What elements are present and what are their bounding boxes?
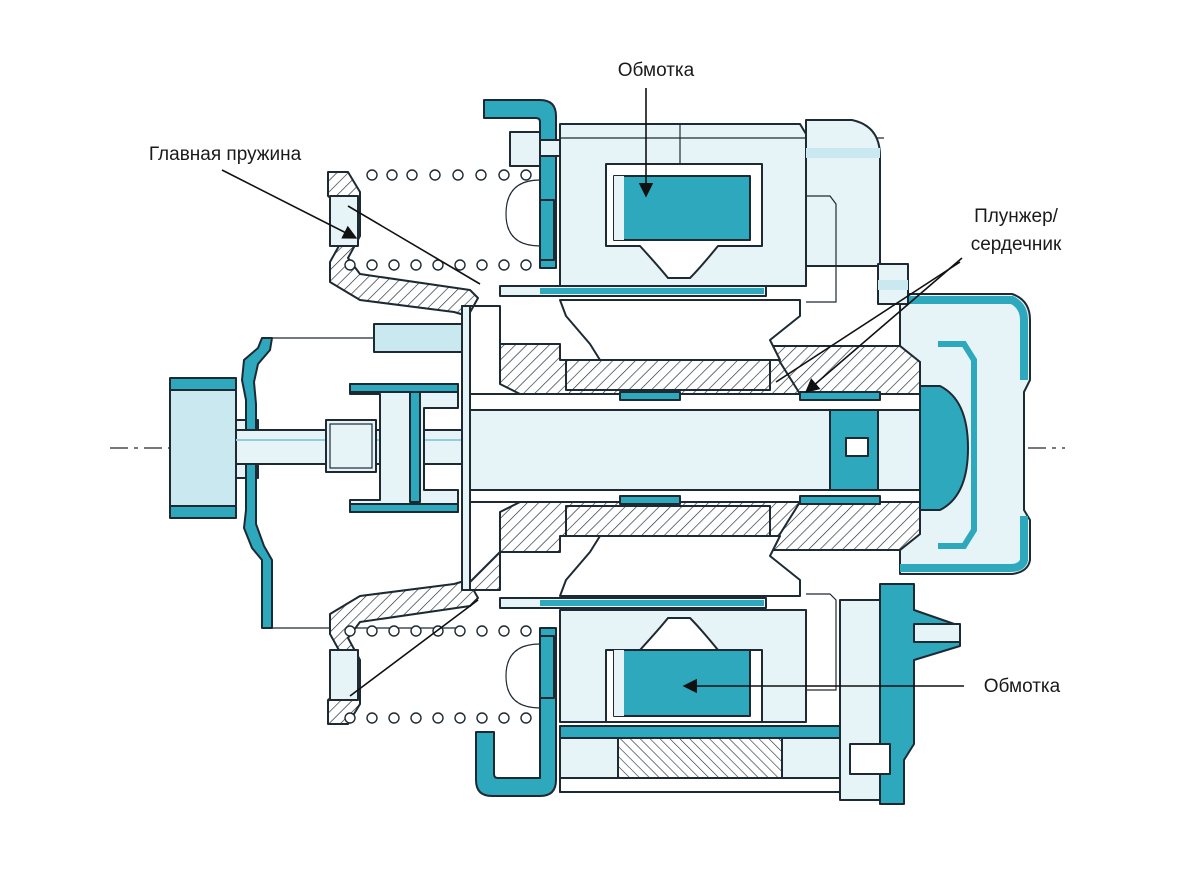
left-bracket xyxy=(241,337,273,629)
upper-pole-shoe xyxy=(559,299,801,361)
spring-housing-top xyxy=(327,171,479,317)
right-end-cap xyxy=(839,263,1031,805)
upper-winding xyxy=(613,175,751,241)
label-winding-bottom-text: Обмотка xyxy=(984,676,1061,697)
spring-housing-bottom xyxy=(327,579,479,725)
lower-coil-housing xyxy=(559,593,841,793)
main-spring-coils-bottom xyxy=(344,625,532,724)
bolt-top xyxy=(509,131,541,167)
label-main-spring-text: Главная пружина xyxy=(149,144,302,165)
label-winding-top: Обмотка xyxy=(618,60,695,198)
label-winding-bottom: Обмотка xyxy=(682,676,1061,697)
pin xyxy=(373,323,467,353)
label-plunger-core-text-1: Плунжер/ xyxy=(974,206,1059,227)
label-winding-top-text: Обмотка xyxy=(618,60,695,81)
left-bracket-inner-line xyxy=(270,337,462,629)
plunger-core-assembly xyxy=(461,305,921,591)
main-spring-coils-top xyxy=(344,169,532,271)
lower-winding xyxy=(613,649,751,717)
lower-pole-shoe xyxy=(559,535,801,597)
shaft-coupling xyxy=(325,419,377,473)
sleeve-strips xyxy=(499,285,767,609)
label-main-spring: Главная пружина xyxy=(149,144,481,697)
label-plunger-core-text-2: сердечник xyxy=(971,234,1062,255)
upper-coil-housing xyxy=(559,119,884,303)
label-plunger-core: Плунжер/ сердечник xyxy=(775,206,1062,393)
bolt-bottom xyxy=(539,199,555,261)
